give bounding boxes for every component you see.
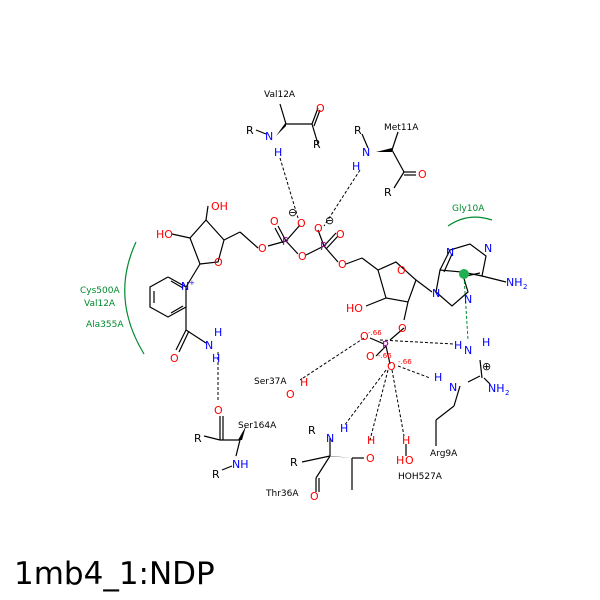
svg-text:R: R bbox=[384, 186, 392, 199]
svg-text:N: N bbox=[205, 339, 213, 352]
partial-charge-2: -.66 bbox=[378, 352, 392, 360]
svg-text:HO: HO bbox=[346, 302, 363, 315]
svg-text:O: O bbox=[310, 490, 319, 503]
svg-text:⊕: ⊕ bbox=[482, 360, 491, 373]
svg-text:H: H bbox=[482, 336, 490, 349]
svg-text:R: R bbox=[246, 124, 254, 137]
svg-text:H: H bbox=[212, 352, 220, 365]
svg-text:2: 2 bbox=[523, 283, 527, 291]
partial-charge-3: -.66 bbox=[398, 358, 412, 366]
residue-label-met11a: Met11A bbox=[384, 123, 419, 133]
svg-text:H: H bbox=[396, 454, 404, 467]
svg-text:R: R bbox=[308, 424, 316, 437]
svg-text:H: H bbox=[214, 326, 222, 339]
svg-text:O: O bbox=[298, 250, 307, 263]
residue-label-ser37a: Ser37A bbox=[254, 377, 287, 387]
atom-labels: OH HO O N + O P O O O P O O O ⊖ ⊖ O HO O… bbox=[156, 102, 527, 503]
svg-text:R: R bbox=[212, 468, 220, 481]
svg-text:O: O bbox=[387, 360, 396, 373]
pi-contact-marker bbox=[459, 269, 469, 279]
svg-text:R: R bbox=[290, 456, 298, 469]
svg-text:H: H bbox=[434, 371, 442, 384]
hydrophobic-label-cys500a: Cys500A bbox=[80, 286, 120, 296]
svg-text:N: N bbox=[265, 130, 273, 143]
svg-text:N: N bbox=[362, 146, 370, 159]
svg-text:NH: NH bbox=[506, 276, 523, 289]
svg-text:O: O bbox=[366, 350, 375, 363]
svg-text:H: H bbox=[352, 160, 360, 173]
hydrophobic-label-ala355a: Ala355A bbox=[86, 320, 124, 330]
residue-label-thr36a: Thr36A bbox=[265, 489, 299, 499]
svg-text:O: O bbox=[316, 102, 325, 115]
svg-text:R: R bbox=[313, 138, 321, 151]
svg-text:⊖: ⊖ bbox=[325, 214, 334, 227]
svg-text:O: O bbox=[360, 330, 369, 343]
residue-label-hoh527a: HOH527A bbox=[398, 472, 443, 482]
svg-text:O: O bbox=[336, 228, 345, 241]
residue-label-arg9a: Arg9A bbox=[430, 449, 458, 459]
svg-text:O: O bbox=[398, 322, 407, 335]
svg-text:H: H bbox=[340, 422, 348, 435]
svg-text:N: N bbox=[484, 242, 492, 255]
svg-text:+: + bbox=[189, 279, 195, 287]
svg-text:O: O bbox=[170, 352, 179, 365]
svg-text:N: N bbox=[464, 293, 472, 306]
residue-label-ser164a: Ser164A bbox=[238, 421, 277, 431]
svg-text:O: O bbox=[286, 388, 295, 401]
svg-text:HO: HO bbox=[156, 228, 173, 241]
svg-text:OH: OH bbox=[211, 200, 228, 213]
svg-text:N: N bbox=[446, 246, 454, 259]
hydrophobic-label-val12a: Val12A bbox=[84, 299, 116, 309]
residue-label-val12a: Val12A bbox=[264, 90, 296, 100]
svg-text:O: O bbox=[214, 256, 223, 269]
svg-text:R: R bbox=[194, 432, 202, 445]
svg-text:H: H bbox=[367, 434, 375, 447]
svg-text:O: O bbox=[405, 454, 414, 467]
svg-text:N: N bbox=[464, 344, 472, 357]
svg-text:N: N bbox=[432, 287, 440, 300]
svg-text:NH: NH bbox=[232, 458, 249, 471]
svg-text:O: O bbox=[366, 452, 375, 465]
svg-text:N: N bbox=[326, 432, 334, 445]
svg-text:O: O bbox=[258, 242, 267, 255]
svg-text:NH: NH bbox=[488, 382, 505, 395]
svg-text:O: O bbox=[297, 217, 306, 230]
svg-text:O: O bbox=[314, 222, 323, 235]
svg-text:H: H bbox=[300, 376, 308, 389]
svg-text:O: O bbox=[270, 215, 279, 228]
partial-charge-1: -.66 bbox=[368, 329, 382, 337]
hydrophobic-label-gly10a: Gly10A bbox=[452, 204, 485, 214]
hydrophobic-arc-left bbox=[124, 241, 145, 355]
svg-text:⊖: ⊖ bbox=[288, 206, 297, 219]
svg-text:H: H bbox=[274, 146, 282, 159]
svg-text:H: H bbox=[454, 339, 462, 352]
svg-text:P: P bbox=[320, 240, 327, 253]
svg-text:2: 2 bbox=[505, 389, 509, 397]
svg-text:O: O bbox=[338, 258, 347, 271]
svg-text:N: N bbox=[181, 280, 189, 293]
svg-text:O: O bbox=[214, 404, 223, 417]
ligand-bonds bbox=[149, 103, 507, 492]
hydrophobic-arc-gly10a bbox=[447, 216, 493, 227]
svg-text:H: H bbox=[402, 434, 410, 447]
svg-text:O: O bbox=[418, 168, 427, 181]
svg-text:P: P bbox=[382, 339, 389, 352]
hydrogen-bonds bbox=[217, 157, 469, 441]
svg-text:R: R bbox=[354, 124, 362, 137]
diagram-title: 1mb4_1:NDP bbox=[14, 556, 215, 592]
svg-text:O: O bbox=[397, 264, 406, 277]
svg-text:N: N bbox=[449, 381, 457, 394]
svg-text:P: P bbox=[282, 235, 289, 248]
